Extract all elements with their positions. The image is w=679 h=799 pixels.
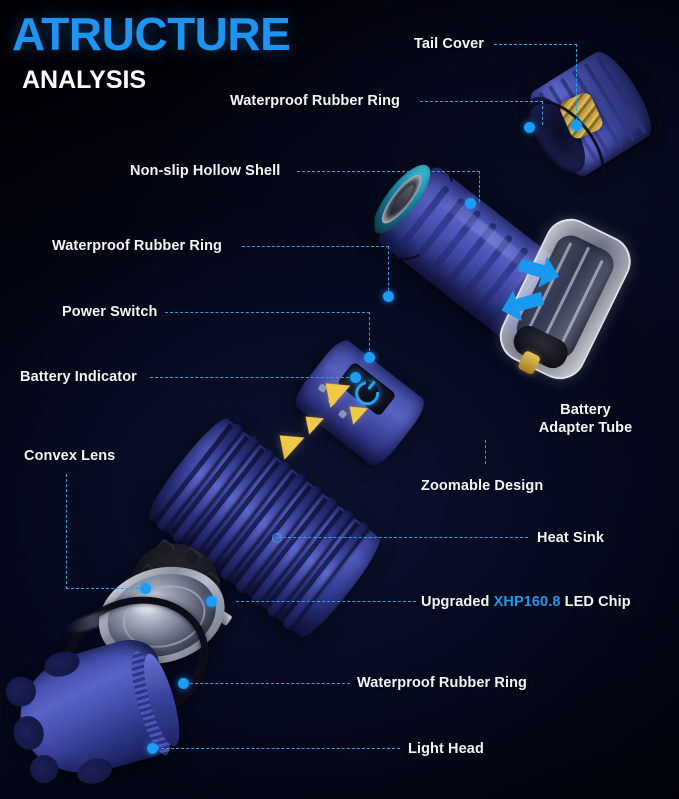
leader-ring-top-v xyxy=(542,101,543,125)
label-waterproof-ring-low: Waterproof Rubber Ring xyxy=(357,675,528,691)
leader-tail-cover xyxy=(494,44,577,45)
label-non-slip-hollow-shell: Non-slip Hollow Shell xyxy=(130,163,281,179)
label-power-switch: Power Switch xyxy=(62,304,158,320)
leader-heat-sink xyxy=(278,537,528,538)
label-zoomable-design: Zoomable Design xyxy=(421,478,544,494)
dot-ring-mid xyxy=(383,291,394,302)
dot-led-chip xyxy=(206,596,217,607)
dot-convex-lens xyxy=(140,583,151,594)
leader-tail-cover-v xyxy=(576,44,577,126)
label-tail-cover: Tail Cover xyxy=(414,36,485,52)
dot-hollow-shell xyxy=(465,198,476,209)
tail-cover-part xyxy=(502,37,668,206)
dot-ring-top xyxy=(524,122,535,133)
label-waterproof-ring-top: Waterproof Rubber Ring xyxy=(230,93,401,109)
battery-adapter-tube-line2: Adapter Tube xyxy=(538,420,633,437)
battery-adapter-tube-line1: Battery xyxy=(560,402,611,418)
leader-ring-top xyxy=(420,101,543,102)
led-chip-prefix: Upgraded xyxy=(421,594,494,610)
led-chip-suffix: LED Chip xyxy=(560,594,631,610)
leader-led-chip xyxy=(236,601,416,602)
leader-battery-indicator xyxy=(150,377,354,378)
light-head-body xyxy=(2,632,187,790)
leader-ring-low xyxy=(190,683,350,684)
leader-hollow-shell xyxy=(297,171,480,172)
label-battery-indicator: Battery Indicator xyxy=(20,369,137,385)
dot-battery-indicator xyxy=(350,372,361,383)
dot-light-head xyxy=(147,743,158,754)
led-chip-model: XHP160.8 xyxy=(493,594,561,610)
leader-ring-mid-v xyxy=(388,246,389,296)
leader-zoomable-design xyxy=(485,440,486,464)
leader-hollow-shell-v xyxy=(479,171,480,202)
dot-tail-cover xyxy=(571,120,582,131)
label-convex-lens: Convex Lens xyxy=(24,448,116,464)
label-heat-sink: Heat Sink xyxy=(537,530,604,546)
label-light-head: Light Head xyxy=(408,741,484,757)
dot-power-switch xyxy=(364,352,375,363)
leader-light-head xyxy=(156,748,400,749)
dot-heat-sink xyxy=(272,533,282,543)
light-head-part xyxy=(2,619,205,799)
label-led-chip: Upgraded XHP160.8 LED Chip xyxy=(421,593,631,611)
leader-convex-lens-h xyxy=(66,588,144,589)
page-title: ATRUCTURE xyxy=(12,8,291,60)
label-battery-adapter-tube: Battery Adapter Tube xyxy=(508,401,663,437)
label-waterproof-ring-mid: Waterproof Rubber Ring xyxy=(52,238,223,254)
leader-ring-mid xyxy=(242,246,389,247)
leader-convex-lens-v xyxy=(66,474,67,589)
page-subtitle: ANALYSIS xyxy=(22,66,147,94)
dot-ring-low xyxy=(178,678,189,689)
leader-power-switch xyxy=(165,312,370,313)
leader-power-switch-v xyxy=(369,312,370,356)
